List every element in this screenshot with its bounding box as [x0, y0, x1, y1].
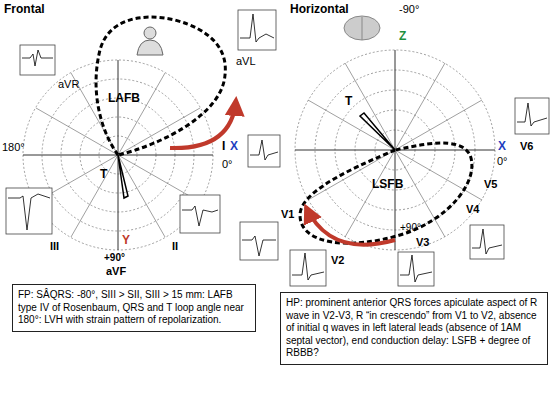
diagram-label: Y	[122, 234, 130, 247]
diagram-label: X	[498, 140, 506, 153]
torso-icon	[137, 27, 163, 55]
diagram-label: 0°	[222, 158, 233, 170]
ecg-insets	[6, 10, 549, 286]
diagram-label: -90°	[399, 3, 419, 15]
diagram-label: III	[50, 240, 59, 252]
diagram-label: II	[172, 240, 178, 252]
diagram-label: T	[345, 95, 352, 108]
caption-text: FP: SÂQRS: -80°, SIII > SII, SIII > 15 m…	[18, 289, 250, 327]
diagram-label: V4	[466, 203, 479, 215]
diagram-label: X	[230, 140, 238, 153]
diagram-label: Horizontal	[290, 3, 349, 16]
t-loop	[360, 113, 395, 150]
horizontal-grid	[295, 50, 495, 250]
caption-box: FP: SÂQRS: -80°, SIII > SII, SIII > 15 m…	[12, 284, 256, 332]
rotation-arrow	[306, 207, 395, 245]
caption-box: HP: prominent anterior QRS forces apicul…	[280, 292, 548, 365]
diagram-label: aVR	[58, 78, 79, 90]
diagram-label: LAFB	[108, 92, 140, 105]
t-loop	[118, 155, 128, 198]
caption-text: HP: prominent anterior QRS forces apicul…	[286, 297, 542, 360]
brain-icon	[344, 16, 380, 40]
diagram-label: 180°	[2, 141, 25, 153]
diagram-label: Frontal	[4, 3, 45, 16]
qrs-loop	[300, 143, 472, 243]
diagram-label: +90°	[400, 222, 421, 233]
diagram-label: aVL	[236, 55, 256, 67]
diagram-label: V6	[520, 140, 533, 152]
diagram-label: Z	[399, 30, 406, 43]
diagram-label: V1	[281, 208, 294, 220]
diagram-label: 0°	[497, 155, 508, 167]
diagram-label: I	[222, 140, 225, 153]
rotation-arrow	[170, 100, 236, 148]
diagram-label: LSFB	[372, 178, 403, 191]
diagram-label: V5	[484, 178, 497, 190]
qrs-loop	[96, 17, 225, 155]
diagram-label: +90°	[104, 252, 125, 263]
diagram-label: T	[100, 168, 107, 181]
diagram-label: V3	[416, 236, 429, 248]
diagram-label: aVF	[106, 265, 126, 277]
diagram-label: V2	[331, 254, 344, 266]
